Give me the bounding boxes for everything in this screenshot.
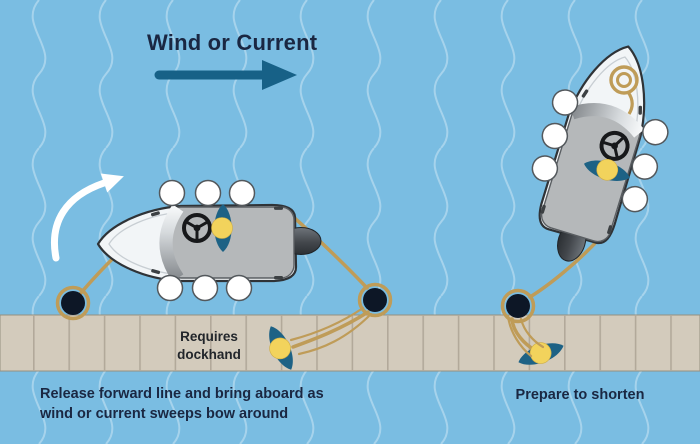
line-to-dockhand-left xyxy=(291,310,370,349)
caption-release-line2: wind or current sweeps bow around xyxy=(40,406,289,422)
dock xyxy=(0,314,700,372)
rope-wrap xyxy=(500,288,536,324)
stern-line-right-boat xyxy=(528,236,602,299)
bollard-left xyxy=(55,285,91,321)
caption-release-line1: Release forward line and bring aboard as xyxy=(40,386,324,402)
caption-requires-line1: Requires xyxy=(180,329,238,344)
rope-wrap xyxy=(55,285,91,321)
caption-release-forward-line: Release forward line and bring aboard as… xyxy=(40,384,324,424)
wind-arrow-icon xyxy=(154,60,297,90)
caption-requires-line2: dockhand xyxy=(177,347,241,362)
rope-strands xyxy=(289,306,545,358)
bollard-middle xyxy=(357,282,393,318)
caption-prepare-to-shorten: Prepare to shorten xyxy=(515,387,645,403)
bollard-right xyxy=(500,288,536,324)
rotation-arrow xyxy=(51,173,124,262)
caption-requires-dockhand: Requires dockhand xyxy=(148,328,270,364)
title-wind-or-current: Wind or Current xyxy=(147,30,318,55)
rope-wrap xyxy=(357,282,393,318)
rope-coil xyxy=(609,65,639,115)
